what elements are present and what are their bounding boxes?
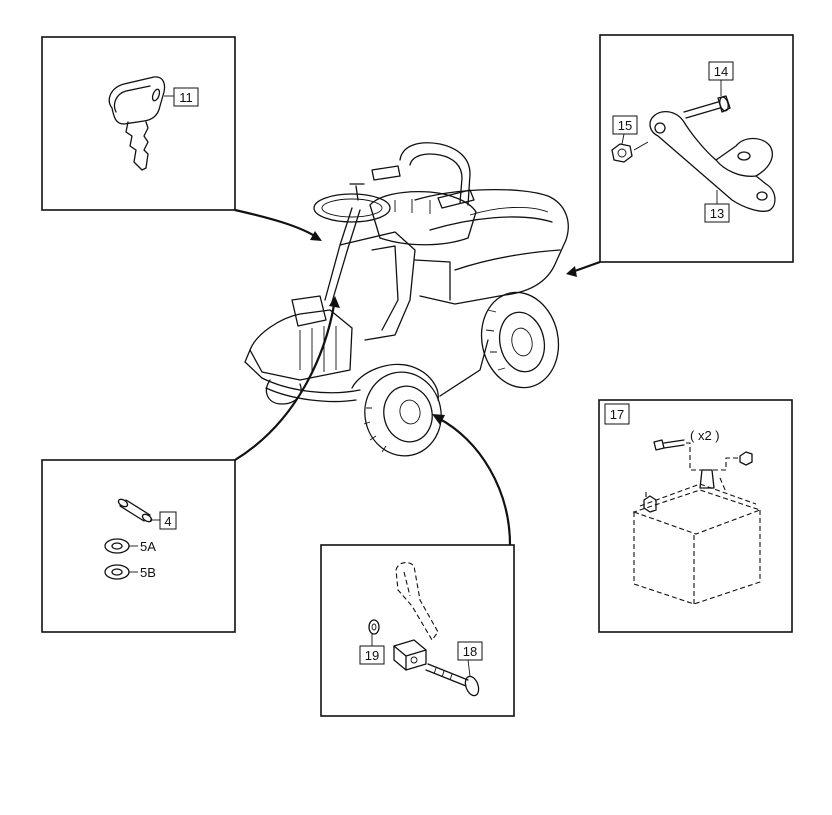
pin-washer-detail-box: 4 5A 5B <box>41 459 236 633</box>
callout-5b: 5B <box>140 565 156 580</box>
callout-11: 11 <box>179 90 193 105</box>
leader-lines <box>234 208 601 546</box>
callout-18: 18 <box>463 644 477 659</box>
callout-17: 17 <box>610 407 624 422</box>
battery-bolt-drawing <box>653 439 702 471</box>
key-detail-box: 11 <box>41 36 236 211</box>
pedal-arm-drawing <box>395 561 439 641</box>
pedal-detail-box: 19 18 <box>320 544 515 717</box>
callout-13: 13 <box>710 206 724 221</box>
battery-drawing <box>632 469 762 605</box>
washer-5a-drawing <box>104 538 138 554</box>
pedal-washer-drawing <box>368 619 380 646</box>
pedal-bolt-drawing <box>425 659 480 697</box>
battery-nut-drawing <box>712 451 753 471</box>
washer-5b-drawing <box>104 564 138 580</box>
callout-5a: 5A <box>140 539 156 554</box>
battery-detail-box: 17 ( x2 ) <box>598 399 793 633</box>
pin-drawing <box>117 498 160 523</box>
callout-14: 14 <box>714 64 728 79</box>
riding-mower-illustration <box>244 142 569 457</box>
callout-4: 4 <box>164 514 171 529</box>
pedal-bracket-drawing <box>393 639 427 671</box>
callout-15: 15 <box>618 118 632 133</box>
bracket-nut-drawing <box>611 141 649 163</box>
bracket-detail-box: 14 15 13 <box>599 34 794 263</box>
callout-19: 19 <box>365 648 379 663</box>
mounting-bracket-drawing <box>649 111 776 212</box>
battery-quantity: ( x2 ) <box>690 428 720 443</box>
bracket-bolt-drawing <box>683 95 731 119</box>
ignition-key-drawing <box>108 76 174 171</box>
